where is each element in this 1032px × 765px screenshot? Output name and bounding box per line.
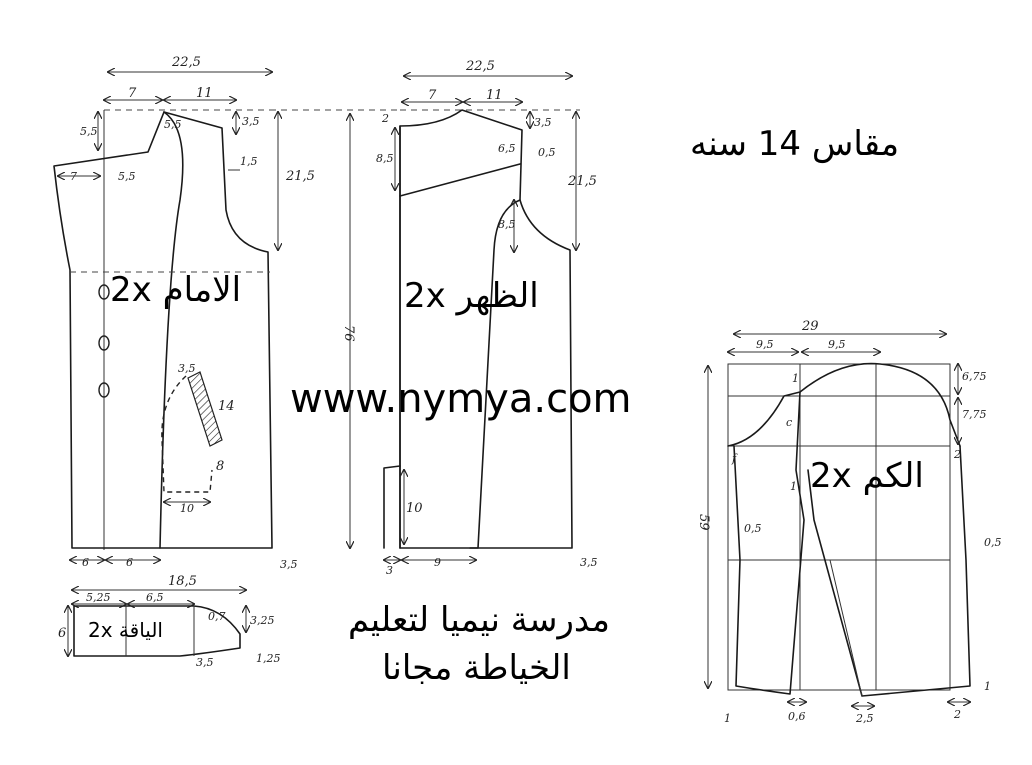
front-piece: 22,5 7 11 21,5 3,5 1,5 5,5 7 5,5 5,5 (53, 55, 315, 571)
back-yoke-drop-dim: 8,5 (376, 152, 394, 165)
collar-label: الياقة 2x (88, 618, 163, 642)
back-armhole-lower-dim: 8,5 (498, 218, 516, 231)
front-hem-b-dim: 6 (126, 556, 133, 569)
front-shoulder-width-dim: 11 (196, 86, 213, 101)
sleeve-cap-top-dim: 6,75 (962, 370, 987, 383)
front-width-dim: 22,5 (171, 55, 201, 70)
sleeve-piece: 29 9,5 9,5 1 c f 2 1 6,75 7,75 59 0,5 0,… (696, 319, 1002, 725)
front-hem-a-dim: 6 (82, 556, 89, 569)
collar-height-dim: 6 (58, 626, 66, 641)
back-hem-width-dim: 9 (434, 556, 441, 569)
school-line-2: الخياطة مجانا (382, 648, 571, 688)
sleeve-mark-1: 1 (792, 372, 799, 385)
collar-end-dim: 1,25 (256, 652, 281, 665)
front-armhole-curve-dim: 1,5 (240, 155, 258, 168)
sleeve-hem-right-dim: 2 (953, 708, 961, 721)
school-line-1: مدرسة نيميا لتعليم (348, 600, 610, 640)
pocket-width-dim: 10 (180, 502, 194, 515)
pocket-slant-dim: 3,5 (178, 362, 196, 375)
collar-seg2-dim: 6,5 (146, 591, 164, 604)
back-shoulder-drop-dim: 3,5 (534, 116, 552, 129)
collar-inner-dim: 3,5 (196, 656, 214, 669)
sleeve-under-left-dim: 0,5 (744, 522, 762, 535)
back-shoulder-ext-dim: 0,5 (538, 146, 556, 159)
front-hem-c-dim: 3,5 (280, 558, 298, 571)
total-length-dim: 76 (341, 325, 356, 342)
sleeve-under-right-dim: 0,5 (984, 536, 1002, 549)
sleeve-hem-left-dim: 1 (724, 712, 731, 725)
front-collar-drop-dim: 5,5 (80, 125, 98, 138)
front-shoulder-drop-dim: 3,5 (242, 115, 260, 128)
front-neck-drop-dim: 5,5 (164, 118, 182, 131)
collar-piece: 18,5 5,25 6,5 0,7 3,25 6 3,5 1,25 (58, 574, 281, 669)
front-label: الامام 2x (110, 270, 242, 310)
back-label: الظهر 2x (404, 276, 539, 316)
sleeve-hem-mid-a-dim: 0,6 (788, 710, 806, 723)
sleeve-mark-f: f (731, 452, 738, 465)
button-3 (98, 382, 110, 398)
sleeve-cap-mid-dim: 7,75 (962, 408, 987, 421)
back-vent-width-dim: 3 (386, 564, 393, 577)
pocket-welt (187, 371, 223, 447)
collar-seg1-dim: 5,25 (86, 591, 111, 604)
back-neck-drop-dim: 2 (381, 112, 389, 125)
website-label: www.nymya.com (290, 376, 632, 422)
back-shoulder-width-dim: 11 (486, 88, 503, 103)
back-hem-side-dim: 3,5 (580, 556, 598, 569)
back-vent-dim: 10 (406, 501, 423, 516)
pocket-side-dim: 8 (216, 459, 224, 474)
sleeve-hem-right-end-dim: 1 (984, 680, 991, 693)
sleeve-mark-1b: 1 (790, 480, 797, 493)
collar-drop-dim: 3,25 (250, 614, 275, 627)
sleeve-half-a-dim: 9,5 (756, 338, 774, 351)
sleeve-width-dim: 29 (801, 319, 819, 334)
button-1 (98, 284, 110, 300)
front-lapel-in-dim: 5,5 (118, 170, 136, 183)
collar-tip-dim: 0,7 (208, 610, 226, 623)
sleeve-mark-c: c (786, 416, 792, 429)
size-title: مقاس 14 سنه (690, 124, 900, 164)
collar-width-dim: 18,5 (168, 574, 197, 589)
button-2 (98, 335, 110, 351)
front-armhole-depth-dim: 21,5 (285, 169, 315, 184)
length-guide: 76 (270, 109, 400, 548)
sleeve-length-dim: 59 (696, 514, 711, 531)
front-lapel-width-dim: 7 (70, 170, 77, 183)
sleeve-hem-mid-b-dim: 2,5 (855, 712, 874, 725)
back-neck-width-dim: 7 (428, 88, 437, 103)
sleeve-half-b-dim: 9,5 (828, 338, 846, 351)
back-piece: 22,5 7 11 10 2 8,5 6,5 3,5 0,5 21,5 8,5 … (376, 59, 598, 577)
pocket-length-dim: 14 (218, 399, 235, 414)
sleeve-label: الكم 2x (810, 456, 924, 496)
back-shoulder-seg-dim: 6,5 (498, 142, 516, 155)
front-neck-width-dim: 7 (128, 86, 137, 101)
back-armhole-depth-dim: 21,5 (567, 174, 597, 189)
back-width-dim: 22,5 (465, 59, 495, 74)
sleeve-mark-2: 2 (953, 448, 961, 461)
